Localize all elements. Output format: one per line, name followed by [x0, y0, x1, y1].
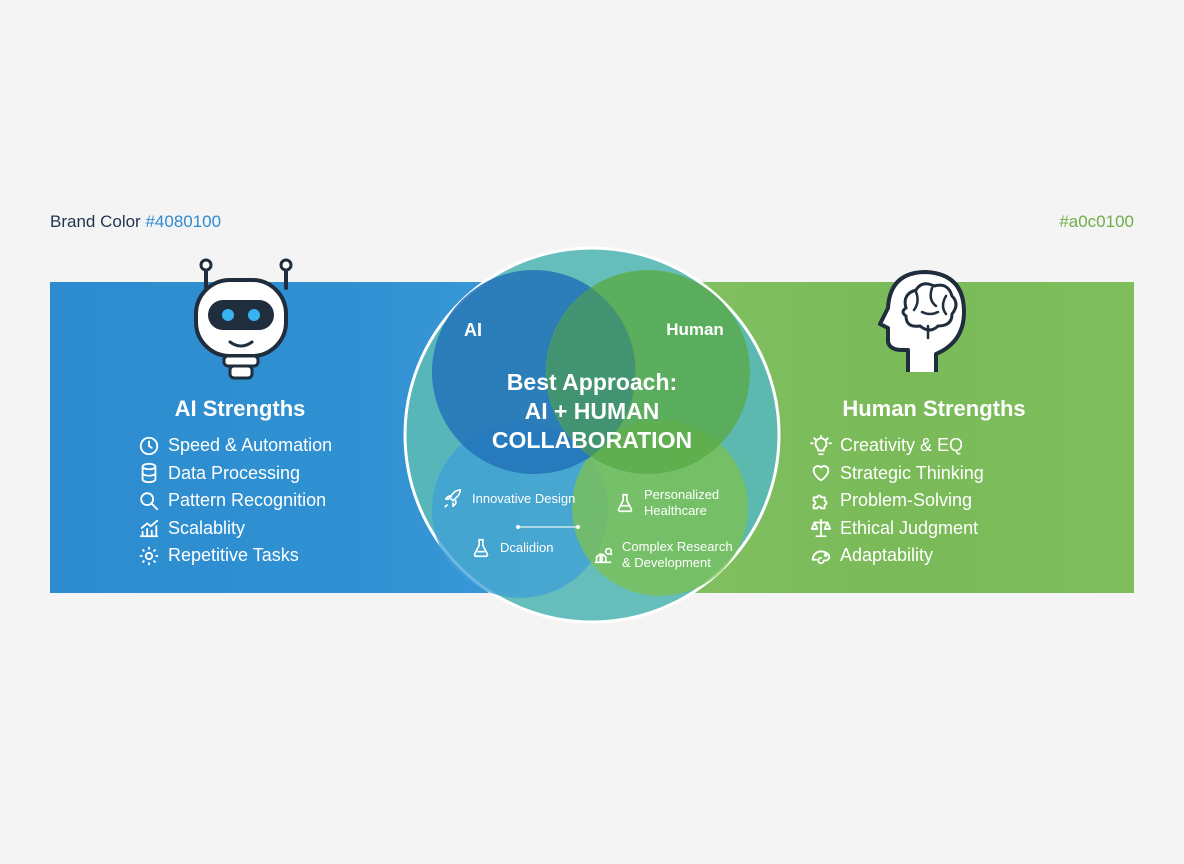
- venn-item: Dcalidion: [470, 537, 553, 559]
- list-item-label: Data Processing: [168, 462, 301, 483]
- list-item-label: Strategic Thinking: [840, 462, 984, 483]
- chameleon-icon: [811, 550, 831, 564]
- list-item-label: Creativity & EQ: [840, 435, 964, 456]
- puzzle-icon: [812, 494, 828, 509]
- center-title-line: AI + HUMAN: [524, 398, 660, 424]
- list-item-label: Repetitive Tasks: [168, 545, 299, 566]
- list-item-label: Ethical Judgment: [840, 517, 979, 538]
- list-item-label: Adaptability: [840, 545, 934, 566]
- venn-item-label: Complex Research: [622, 539, 733, 554]
- research-icon: [594, 547, 613, 564]
- list-item: Scalablity: [138, 515, 332, 543]
- magnifier-icon: [140, 492, 159, 510]
- brand-color-hex-right: #a0c0100: [1059, 212, 1134, 231]
- list-item: Ethical Judgment: [810, 515, 984, 543]
- venn-item-text: Complex Research & Development: [622, 539, 733, 571]
- center-title-line: COLLABORATION: [491, 427, 693, 453]
- scales-icon: [810, 519, 832, 538]
- venn-item-label: Innovative Design: [472, 491, 576, 506]
- list-item: Data Processing: [138, 460, 332, 488]
- list-item: Strategic Thinking: [810, 460, 984, 488]
- venn-item-label: Personalized: [644, 487, 720, 502]
- list-item-label: Problem-Solving: [840, 490, 973, 511]
- venn-center-title: Best Approach: AI + HUMAN COLLABORATION: [472, 368, 712, 455]
- ai-human-overlap: [546, 288, 636, 456]
- database-icon: [141, 463, 157, 484]
- brand-color-label: Brand Color #4080100: [50, 212, 221, 232]
- human-strengths-title: Human Strengths: [842, 396, 1026, 421]
- human-brain-icon: [878, 270, 966, 372]
- venn-item-text: Personalized Healthcare: [644, 487, 719, 519]
- ai-strengths-list: Speed & Automation Data Processing Patte…: [138, 432, 332, 570]
- list-item: Pattern Recognition: [138, 487, 332, 515]
- venn-set-ai-label: AI: [464, 320, 482, 340]
- center-title-line: Best Approach:: [506, 369, 678, 395]
- list-item: Speed & Automation: [138, 432, 332, 460]
- beaker-icon: [473, 538, 489, 558]
- clock-icon: [139, 436, 159, 455]
- list-item: Adaptability: [810, 542, 984, 570]
- list-item-label: Speed & Automation: [168, 435, 333, 456]
- ai-strengths-title: AI Strengths: [174, 396, 306, 421]
- list-item: Repetitive Tasks: [138, 542, 332, 570]
- list-item: Problem-Solving: [810, 487, 984, 515]
- venn-item-label: Healthcare: [644, 503, 707, 518]
- lightbulb-icon: [810, 434, 832, 455]
- venn-item: Personalized Healthcare: [614, 487, 719, 519]
- list-item-label: Scalablity: [168, 517, 246, 538]
- connector-line: [516, 525, 580, 529]
- robot-icon: [194, 258, 293, 380]
- heart-icon: [812, 465, 830, 482]
- list-item-label: Pattern Recognition: [168, 490, 327, 511]
- brand-color-hex-left: #4080100: [145, 212, 222, 231]
- venn-item-label: Dcalidion: [500, 540, 554, 555]
- venn-set-human-label: Human: [666, 320, 724, 339]
- gear-icon: [139, 546, 159, 565]
- venn-item: Complex Research & Development: [592, 539, 733, 571]
- brand-color-text: Brand Color: [50, 212, 141, 231]
- rocket-icon: [444, 489, 462, 508]
- venn-item: Innovative Design: [442, 488, 575, 510]
- human-strengths-list: Creativity & EQ Strategic Thinking Probl…: [810, 432, 984, 570]
- list-item: Creativity & EQ: [810, 432, 984, 460]
- venn-item-label: & Development: [622, 555, 711, 570]
- flask-icon: [617, 493, 633, 513]
- growth-chart-icon: [139, 520, 159, 538]
